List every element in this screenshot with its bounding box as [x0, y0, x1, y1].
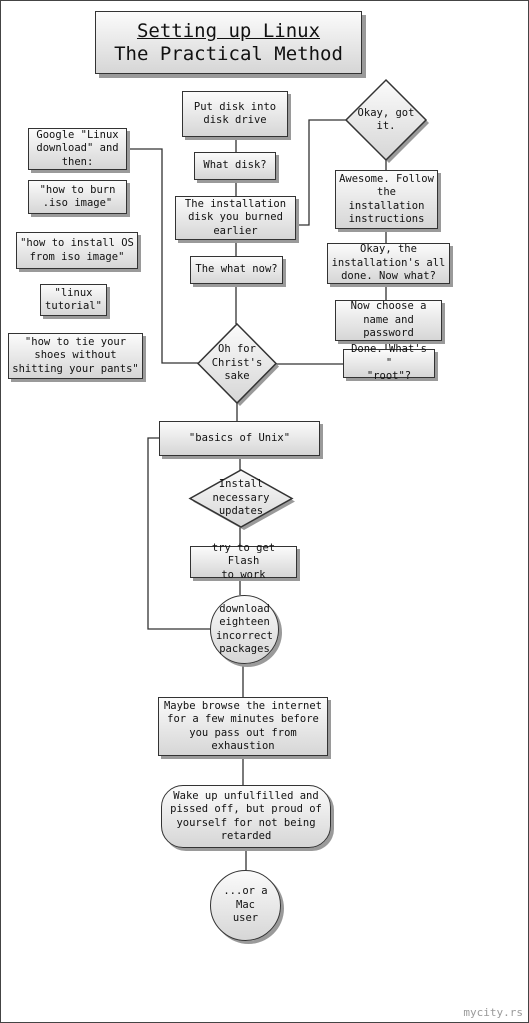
connector-installation-disk-to-okay — [296, 119, 347, 226]
connector-google-to-oh-for — [127, 148, 198, 364]
node-installation-disk: The installation disk you burned earlier — [175, 196, 296, 240]
node-google-linux-download: Google "Linux download" and then: — [28, 128, 127, 170]
title-line-2: The Practical Method — [114, 42, 343, 65]
node-basics-of-unix: "basics of Unix" — [159, 421, 320, 456]
diamond-shape — [188, 469, 295, 530]
node-install-updates-label: Install necessary updates — [212, 478, 270, 518]
node-or-a-mac-user: ...or a Mac user — [210, 870, 281, 941]
node-what-now: The what now? — [190, 256, 283, 284]
node-how-to-tie-shoes: "how to tie your shoes without shitting … — [8, 333, 143, 379]
watermark: mycity.rs — [463, 1006, 523, 1019]
node-linux-tutorial: "linux tutorial" — [40, 284, 107, 316]
node-okay-got-it: Okay, got it. — [344, 78, 429, 163]
node-whats-root: Done. What's " "root"? — [343, 343, 435, 382]
node-install-updates: Install necessary updates — [188, 469, 295, 530]
node-how-to-install-os: "how to install OS from iso image" — [16, 232, 138, 269]
node-okay-got-it-label: Okay, got it. — [357, 106, 415, 133]
node-put-disk-into-drive: Put disk into disk drive — [182, 91, 288, 137]
node-what-disk: What disk? — [194, 152, 276, 180]
node-get-flash-to-work: try to get Flash to work — [190, 542, 297, 581]
node-browse-internet: Maybe browse the internet for a few minu… — [158, 697, 328, 756]
node-choose-name-password: Now choose a name and password — [335, 300, 442, 341]
node-installation-all-done: Okay, the installation's all done. Now w… — [327, 243, 450, 284]
node-download-packages: download eighteen incorrect packages — [210, 595, 279, 664]
node-oh-for-label: Oh for Christ's sake — [211, 343, 263, 383]
node-wake-up-unfulfilled: Wake up unfulfilled and pissed off, but … — [161, 785, 331, 848]
diamond-shape — [344, 78, 429, 163]
connector-download-loop-to-basics — [147, 437, 210, 630]
chart-title: Setting up Linux The Practical Method — [95, 11, 362, 74]
node-how-to-burn-iso: "how to burn .iso image" — [28, 180, 127, 214]
node-oh-for-christs-sake: Oh for Christ's sake — [196, 322, 279, 406]
title-line-1: Setting up Linux — [136, 19, 321, 42]
node-awesome-follow-instructions: Awesome. Follow the installation instruc… — [335, 170, 438, 229]
diamond-shape — [196, 322, 279, 406]
